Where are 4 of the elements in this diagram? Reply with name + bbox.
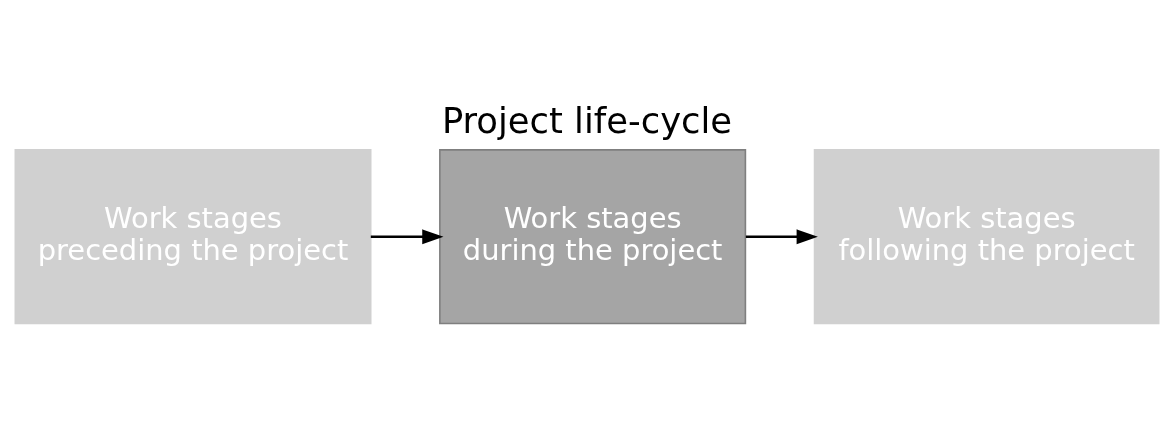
node-box: Work stages during the project (439, 148, 747, 324)
arrow (370, 228, 444, 244)
diagram-title: Project life-cycle (441, 99, 733, 141)
arrow (745, 228, 818, 244)
